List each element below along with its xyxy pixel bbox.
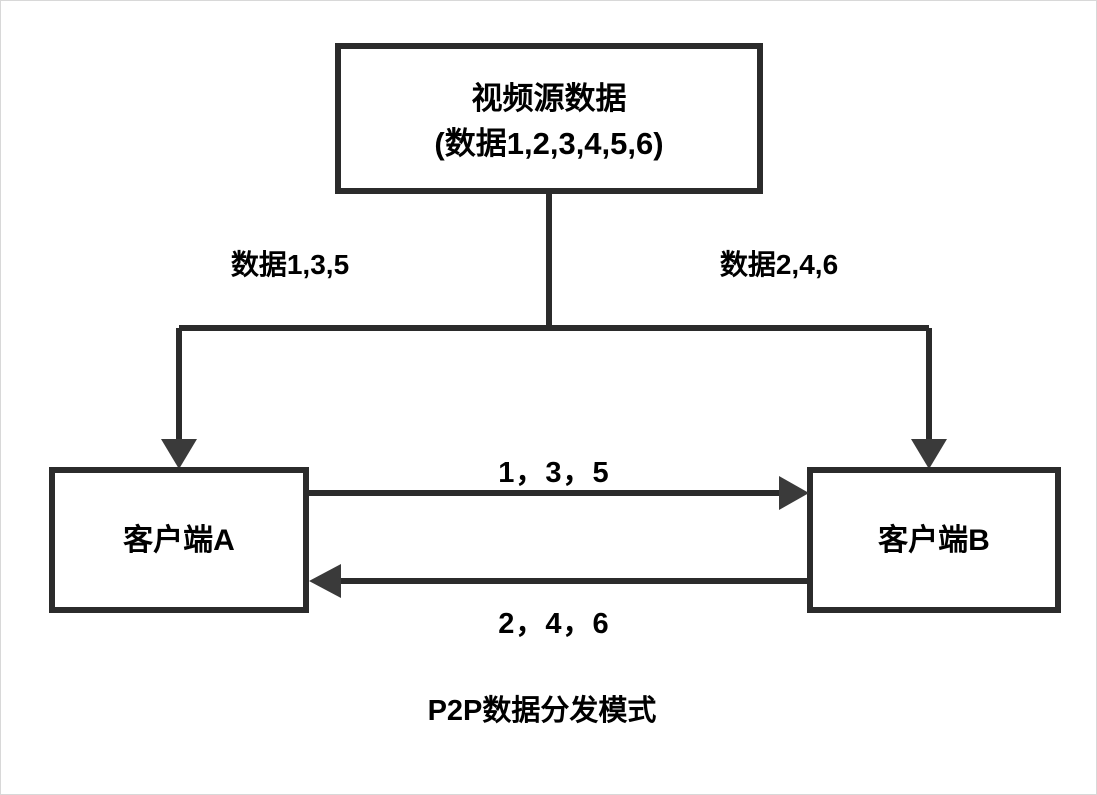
arrow-client-a-to-client-b: 1，3，5 xyxy=(309,457,809,510)
client-a-label: 客户端A xyxy=(123,523,235,557)
video-source-box xyxy=(335,43,763,194)
diagram-caption: P2P数据分发模式 xyxy=(428,694,657,727)
video-source-subtitle: (数据1,2,3,4,5,6) xyxy=(434,126,663,161)
client-a-box xyxy=(49,467,309,613)
client-b-label: 客户端B xyxy=(878,523,990,557)
edge-label-source-to-client-b: 数据2,4,6 xyxy=(720,249,838,280)
b-to-a-arrowhead xyxy=(309,564,341,598)
node-client-a[interactable]: 客户端A xyxy=(49,467,309,613)
video-source-title: 视频源数据 xyxy=(472,81,627,116)
node-client-b[interactable]: 客户端B xyxy=(807,467,1061,613)
branch-to-client-a-arrowhead xyxy=(161,439,197,469)
a-to-b-label: 1，3，5 xyxy=(498,457,609,489)
client-b-box xyxy=(807,467,1061,613)
node-video-source[interactable]: 视频源数据 (数据1,2,3,4,5,6) xyxy=(335,43,763,194)
b-to-a-label: 2，4，6 xyxy=(498,608,609,640)
arrow-client-b-to-client-a: 2，4，6 xyxy=(309,564,807,640)
branch-to-client-b-arrowhead xyxy=(911,439,947,469)
edge-label-source-to-client-a: 数据1,3,5 xyxy=(231,249,349,280)
a-to-b-arrowhead xyxy=(779,476,809,510)
distribution-connector xyxy=(161,191,947,469)
